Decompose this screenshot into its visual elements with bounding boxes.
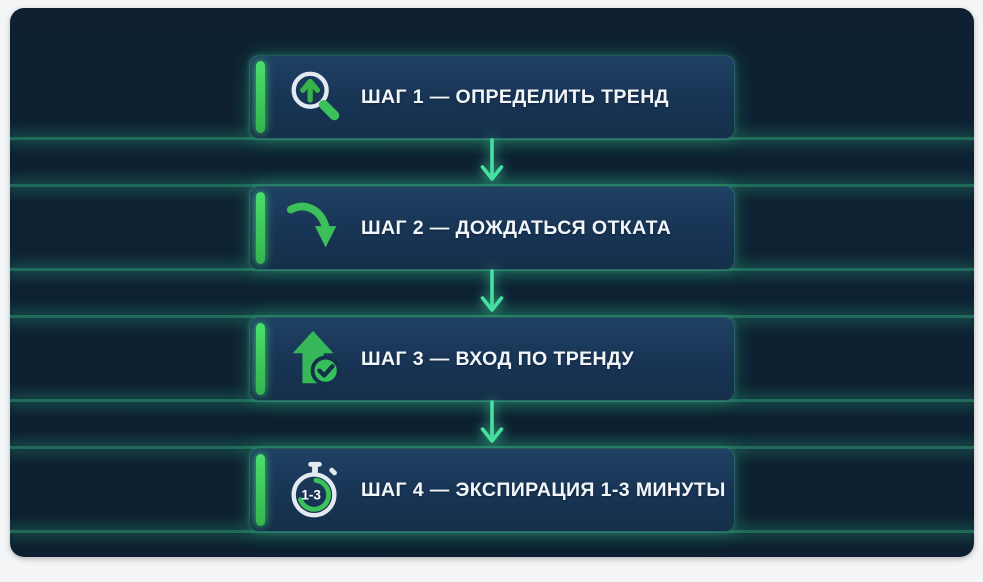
flow-connector (249, 269, 735, 318)
step-card-4: 1-3 ШАГ 4 — ЭКСПИРАЦИЯ 1-3 МИНУТЫ (249, 448, 735, 532)
step-accent-bar (256, 454, 265, 526)
step-accent-bar (256, 192, 265, 264)
step-label: ШАГ 1 — ОПРЕДЕЛИТЬ ТРЕНД (361, 85, 669, 108)
step-card-1: ШАГ 1 — ОПРЕДЕЛИТЬ ТРЕНД (249, 55, 735, 139)
flow-connector (249, 400, 735, 449)
step-label: ШАГ 2 — ДОЖДАТЬСЯ ОТКАТА (361, 216, 672, 239)
up-arrow-check-icon (283, 327, 347, 391)
stopwatch-dial-text: 1-3 (301, 488, 321, 503)
arrow-down-icon (479, 138, 505, 187)
arrow-down-icon (479, 400, 505, 449)
dark-panel: ШАГ 1 — ОПРЕДЕЛИТЬ ТРЕНД (10, 8, 974, 557)
step-card-2: ШАГ 2 — ДОЖДАТЬСЯ ОТКАТА (249, 186, 735, 270)
step-label: ШАГ 3 — ВХОД ПО ТРЕНДУ (361, 347, 635, 370)
stopwatch-icon: 1-3 (283, 458, 347, 522)
step-accent-bar (256, 323, 265, 395)
step-card-3: ШАГ 3 — ВХОД ПО ТРЕНДУ (249, 317, 735, 401)
step-accent-bar (256, 61, 265, 133)
pullback-curved-down-arrow-icon (283, 196, 347, 260)
arrow-down-icon (479, 269, 505, 318)
step-label: ШАГ 4 — ЭКСПИРАЦИЯ 1-3 МИНУТЫ (361, 478, 726, 501)
steps-flow: ШАГ 1 — ОПРЕДЕЛИТЬ ТРЕНД (249, 55, 735, 532)
magnifier-uptrend-icon (283, 65, 347, 129)
flow-connector (249, 138, 735, 187)
